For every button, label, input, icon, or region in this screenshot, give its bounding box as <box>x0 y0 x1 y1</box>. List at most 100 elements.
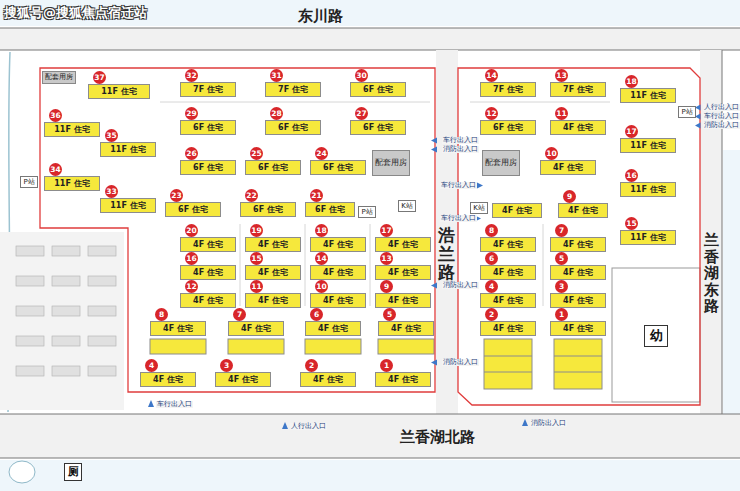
facility-box: 配套用房 <box>42 71 76 84</box>
building-block: 236F 住宅 <box>165 202 221 217</box>
building-number: 11 <box>555 107 568 120</box>
building-label: 7F 住宅 <box>563 85 593 94</box>
building-block: 1511F 住宅 <box>620 230 676 245</box>
building-label: 4F 住宅 <box>153 375 183 384</box>
facility-label: 厕 <box>68 466 79 479</box>
building-label: 4F 住宅 <box>258 296 288 305</box>
building-label: 4F 住宅 <box>553 163 583 172</box>
building-number: 25 <box>250 147 263 160</box>
station-box: K站 <box>470 202 488 214</box>
building-label: 11F 住宅 <box>630 91 665 100</box>
building-number: 14 <box>485 69 498 82</box>
building-label: 4F 住宅 <box>493 296 523 305</box>
facility-label: 配套用房 <box>375 158 407 167</box>
unit-line <box>554 372 602 373</box>
building-block: 3411F 住宅 <box>44 176 100 191</box>
building-label: 7F 住宅 <box>193 85 223 94</box>
building-label: 11F 住宅 <box>630 185 665 194</box>
entrance-label: 车行出入口 <box>703 113 740 120</box>
building-label: 11F 住宅 <box>54 179 89 188</box>
entrance-arrow <box>477 183 483 189</box>
building-label: 4F 住宅 <box>323 268 353 277</box>
building-label: 4F 住宅 <box>563 324 593 333</box>
building-label: 6F 住宅 <box>323 163 353 172</box>
station-box: P站 <box>358 206 376 218</box>
building-number: 10 <box>315 280 328 293</box>
building-number: 33 <box>105 185 118 198</box>
internal-path <box>370 224 371 306</box>
road-edge <box>0 458 740 459</box>
building-number: 2 <box>485 308 498 321</box>
entrance-label: 消防出入口 <box>703 122 740 129</box>
building-block: 184F 住宅 <box>310 237 366 252</box>
building-number: 6 <box>485 252 498 265</box>
building-block: 126F 住宅 <box>480 120 536 135</box>
building-label: 4F 住宅 <box>193 296 223 305</box>
entrance-label: 人行出入口 <box>290 423 327 430</box>
building-block: 306F 住宅 <box>350 82 406 97</box>
building-label: 6F 住宅 <box>193 123 223 132</box>
unit-line <box>484 372 532 373</box>
building-number: 17 <box>380 224 393 237</box>
building-number: 29 <box>185 107 198 120</box>
building-footprint <box>228 339 284 354</box>
building-number: 19 <box>250 224 263 237</box>
building-block: 24F 住宅 <box>480 321 536 336</box>
building-block: 134F 住宅 <box>375 265 431 280</box>
internal-path <box>240 224 241 306</box>
building-block: 3711F 住宅 <box>88 84 150 99</box>
facility-label: 配套用房 <box>45 73 73 81</box>
building-label: 4F 住宅 <box>258 268 288 277</box>
facility-box: 配套用房 <box>482 150 520 176</box>
entrance-label: 消防出入口 <box>442 282 479 289</box>
facility-label: P站 <box>361 208 372 216</box>
building-label: 6F 住宅 <box>193 163 223 172</box>
entrance-label: 人行出入口 <box>703 104 740 111</box>
facility-label: P站 <box>23 178 34 186</box>
entrance-arrow <box>695 123 701 129</box>
entrance-arrow <box>431 283 437 289</box>
building-number: 18 <box>315 224 328 237</box>
building-label: 6F 住宅 <box>178 205 208 214</box>
entrance-arrows <box>148 105 701 430</box>
entrance-arrow <box>522 419 528 426</box>
building-number: 34 <box>49 163 62 176</box>
road-name: 兰香湖北路 <box>400 428 475 446</box>
existing-building <box>52 246 80 256</box>
building-label: 4F 住宅 <box>323 296 353 305</box>
building-number: 5 <box>383 308 396 321</box>
entrance-label: 消防出入口 <box>442 359 479 366</box>
building-label: 4F 住宅 <box>388 268 418 277</box>
building-block: 4F 住宅 <box>492 203 542 218</box>
building-label: 4F 住宅 <box>388 240 418 249</box>
building-footprint <box>150 339 206 354</box>
building-label: 4F 住宅 <box>388 296 418 305</box>
building-number: 4 <box>145 359 158 372</box>
existing-building <box>16 306 44 316</box>
building-label: 11F 住宅 <box>110 201 145 210</box>
building-block: 114F 住宅 <box>245 293 301 308</box>
building-block: 74F 住宅 <box>550 237 606 252</box>
entrance-arrow <box>282 422 288 429</box>
building-label: 4F 住宅 <box>313 375 343 384</box>
building-label: 4F 住宅 <box>323 240 353 249</box>
existing-building <box>88 246 116 256</box>
internal-path <box>305 224 306 306</box>
building-block: 44F 住宅 <box>140 372 196 387</box>
building-block: 54F 住宅 <box>378 321 434 336</box>
site-boundary <box>40 68 435 392</box>
building-block: 327F 住宅 <box>180 82 236 97</box>
toilet-box: 厕 <box>64 463 82 481</box>
building-label: 6F 住宅 <box>258 163 288 172</box>
facility-label: K站 <box>473 204 485 212</box>
building-block: 3511F 住宅 <box>100 142 156 157</box>
station-box: P站 <box>678 106 696 118</box>
building-number: 8 <box>485 224 498 237</box>
building-label: 4F 住宅 <box>318 324 348 333</box>
building-block: 64F 住宅 <box>305 321 361 336</box>
building-number: 13 <box>555 69 568 82</box>
building-block: 147F 住宅 <box>480 82 536 97</box>
existing-building <box>88 366 116 376</box>
